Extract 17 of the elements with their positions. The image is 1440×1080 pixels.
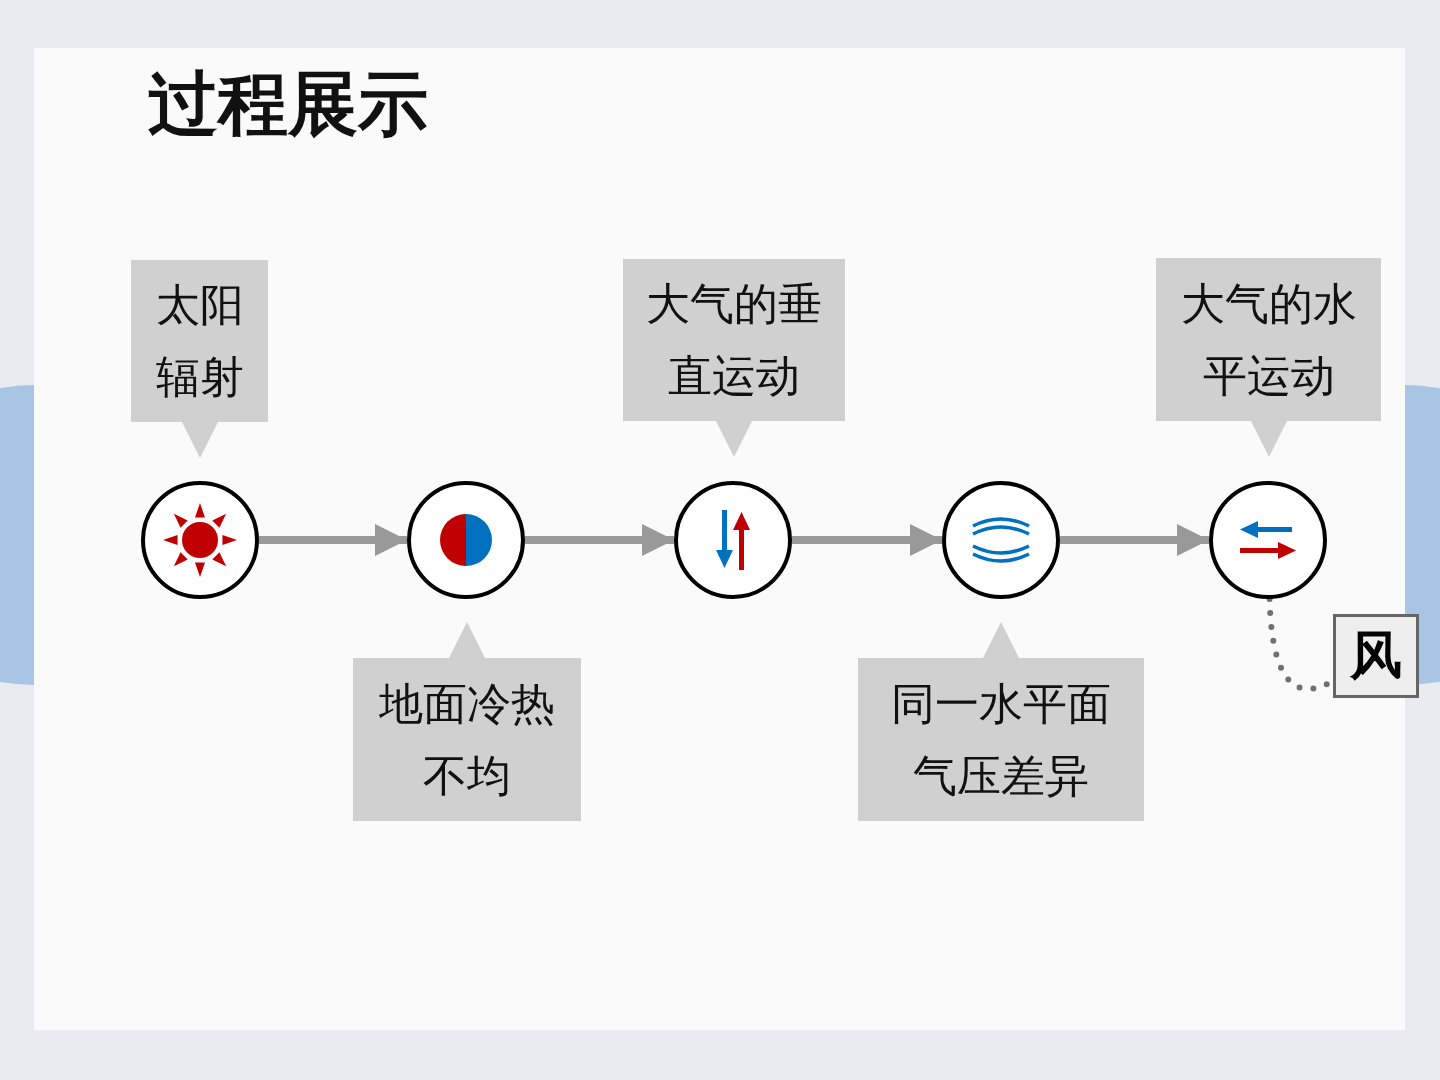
callout-box [353,658,581,821]
callout-box [1156,258,1381,421]
slide-title: 过程展示 [148,62,428,147]
callout-box [858,658,1144,821]
arrow [1060,524,1209,556]
callout-text: 大气的垂直运动 [645,277,823,403]
callout-text: 太阳辐射 [154,278,245,404]
callout-box [131,260,268,422]
callout-box [623,259,845,421]
result-text: 风 [1350,624,1402,687]
callout-text: 地面冷热不均 [378,676,556,803]
callout-text: 大气的水平运动 [1179,276,1358,403]
result-box [1333,614,1419,698]
callout-text: 同一水平面气压差异 [890,676,1112,803]
arrow [259,524,407,556]
arrow [525,524,674,556]
arrow [792,524,942,556]
